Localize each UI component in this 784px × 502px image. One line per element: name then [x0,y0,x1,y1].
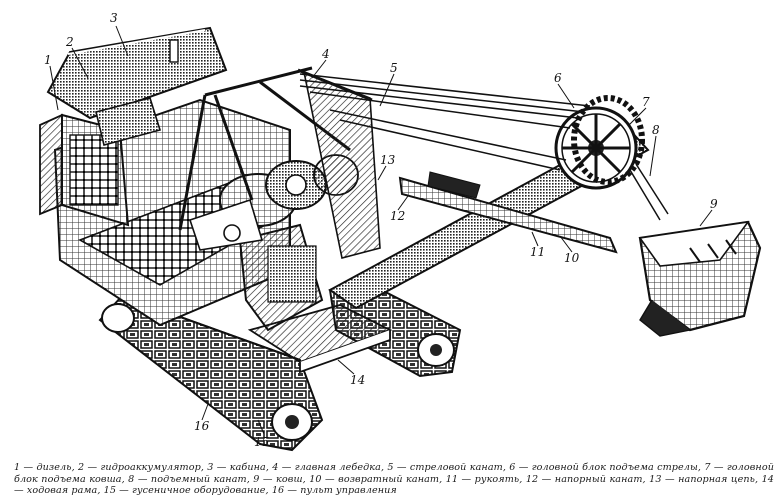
callout-4: 4 [321,47,330,61]
callout-11: 11 [530,245,545,259]
callout-9: 9 [710,197,718,211]
excavator-diagram: 1 2 3 4 5 6 7 8 9 10 11 12 13 14 15 16 [39,11,762,452]
callout-labels: 1 2 3 4 5 6 7 8 9 10 11 12 13 14 15 16 [44,11,718,449]
callout-1: 1 [44,53,52,67]
callout-7: 7 [642,95,650,109]
callout-6: 6 [554,71,562,85]
callout-8: 8 [652,123,660,137]
callout-2: 2 [65,35,74,49]
callout-3: 3 [110,11,118,25]
leader-lines [49,25,713,435]
callout-15: 15 [254,435,269,449]
dipper-handle [398,171,618,254]
running-frame [247,304,393,374]
callout-14: 14 [350,373,365,387]
callout-13: 13 [380,153,396,167]
head-sheave-boom-hoist [554,106,638,190]
callout-16: 16 [194,419,210,433]
hydro-accumulator [95,97,162,146]
figure-caption: 1 — дизель, 2 — гидроаккумулятор, 3 — ка… [14,462,774,496]
bucket [638,220,762,337]
callout-5: 5 [390,61,398,75]
cab [46,26,228,120]
control-panel [238,223,324,332]
callout-10: 10 [564,251,580,265]
callout-12: 12 [390,209,405,223]
head-sheave-bucket-hoist [571,95,645,185]
ropes [299,73,669,221]
